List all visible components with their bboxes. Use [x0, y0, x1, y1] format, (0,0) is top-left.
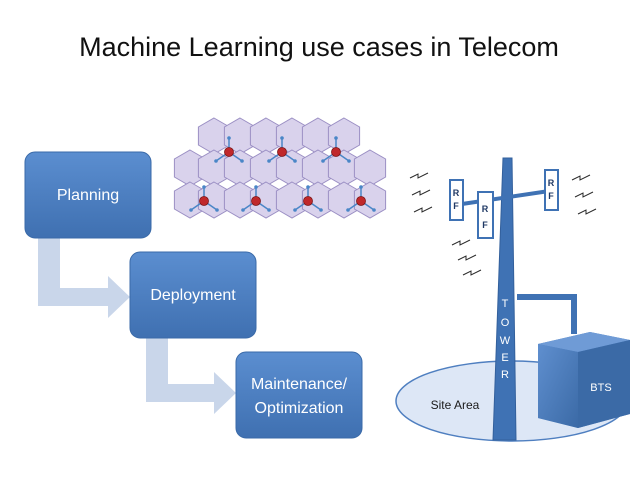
svg-text:R: R: [482, 204, 489, 214]
bts-cabinet: BTS: [538, 332, 630, 428]
maintenance-box: Maintenance/ Optimization: [235, 351, 363, 439]
svg-text:R: R: [453, 188, 460, 198]
cell-site-node: [303, 196, 313, 206]
cell-site-node: [356, 196, 366, 206]
hex-cell: [353, 149, 387, 187]
sector-ray-tip: [372, 208, 376, 212]
cell-site-node: [331, 147, 341, 157]
sector-ray-tip: [280, 136, 284, 140]
sector-ray-tip: [227, 136, 231, 140]
hex-cell: [353, 181, 387, 219]
deployment-box: Deployment: [129, 251, 257, 339]
cell-site-node: [224, 147, 234, 157]
maintenance-label: Maintenance/: [251, 376, 348, 393]
tower: T O W E R: [492, 157, 517, 441]
sector-ray-tip: [293, 159, 297, 163]
radio-wave-mark: [457, 254, 477, 261]
rf-antenna-right: R F: [544, 169, 559, 211]
tower-letter-w: W: [500, 335, 511, 347]
sector-ray-tip: [214, 159, 218, 163]
sector-ray-tip: [359, 185, 363, 189]
cell-grid: [173, 117, 387, 219]
sector-ray-tip: [267, 208, 271, 212]
page-title: Machine Learning use cases in Telecom: [79, 32, 559, 62]
planning-box: Planning: [24, 151, 152, 239]
deployment-label: Deployment: [150, 287, 236, 304]
sector-ray-tip: [306, 185, 310, 189]
sector-ray-tip: [241, 208, 245, 212]
sector-ray-tip: [319, 208, 323, 212]
tower-letter-e: E: [501, 352, 508, 364]
feeder-cable: [517, 294, 577, 334]
radio-wave-mark: [571, 174, 591, 181]
cell-site-node: [277, 147, 287, 157]
sector-ray-tip: [189, 208, 193, 212]
sector-ray-tip: [254, 185, 258, 189]
sector-ray-tip: [202, 185, 206, 189]
optimization-label: Optimization: [255, 400, 344, 417]
svg-text:F: F: [453, 201, 459, 211]
sector-ray-tip: [293, 208, 297, 212]
radio-wave-mark: [411, 189, 431, 196]
bts-label: BTS: [590, 382, 611, 394]
sector-ray-tip: [215, 208, 219, 212]
sector-ray-tip: [321, 159, 325, 163]
cell-site-node: [199, 196, 209, 206]
rf-antenna-center: R F: [477, 191, 494, 239]
tower-letter-t: T: [502, 298, 509, 310]
site-area-label: Site Area: [431, 398, 480, 412]
radio-wave-mark: [409, 172, 429, 179]
radio-wave-mark: [574, 191, 594, 198]
svg-text:R: R: [548, 178, 555, 188]
radio-wave-mark: [577, 208, 597, 215]
radio-wave-marks: [409, 172, 597, 276]
sector-ray-tip: [334, 136, 338, 140]
sector-ray-tip: [346, 208, 350, 212]
cell-site-node: [251, 196, 261, 206]
tower-letter-o: O: [501, 317, 510, 329]
flow-arrow-1: [38, 236, 130, 318]
radio-wave-mark: [413, 206, 433, 213]
radio-wave-mark: [462, 269, 482, 276]
rf-antenna-left: R F: [449, 179, 464, 221]
flow-arrow-2: [146, 338, 236, 414]
planning-label: Planning: [57, 187, 119, 204]
sector-ray-tip: [267, 159, 271, 163]
tower-letter-r: R: [501, 369, 509, 381]
svg-text:F: F: [482, 220, 488, 230]
sector-ray-tip: [347, 159, 351, 163]
radio-wave-mark: [451, 239, 471, 246]
svg-text:F: F: [548, 191, 554, 201]
sector-ray-tip: [240, 159, 244, 163]
